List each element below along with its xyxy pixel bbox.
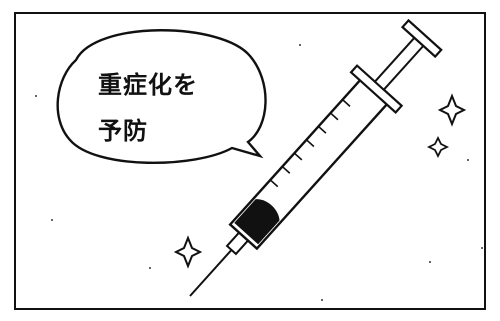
speech-bubble [56, 29, 267, 164]
speech-bubble-line-1: 重症化を [98, 71, 198, 99]
liquid [234, 199, 280, 245]
background-speckles [35, 39, 483, 301]
sparkle-icon [437, 93, 467, 127]
plunger-rod [373, 35, 426, 92]
plunger-thumb [400, 18, 443, 59]
syringe-icon [189, 18, 443, 297]
sparkle-icon [426, 135, 450, 159]
sparkle-icon [173, 235, 203, 269]
speech-bubble-text: 重症化を 予防 [98, 62, 258, 154]
needle [189, 249, 233, 297]
speech-bubble-line-2: 予防 [98, 117, 148, 145]
graduation-ticks [269, 99, 351, 188]
